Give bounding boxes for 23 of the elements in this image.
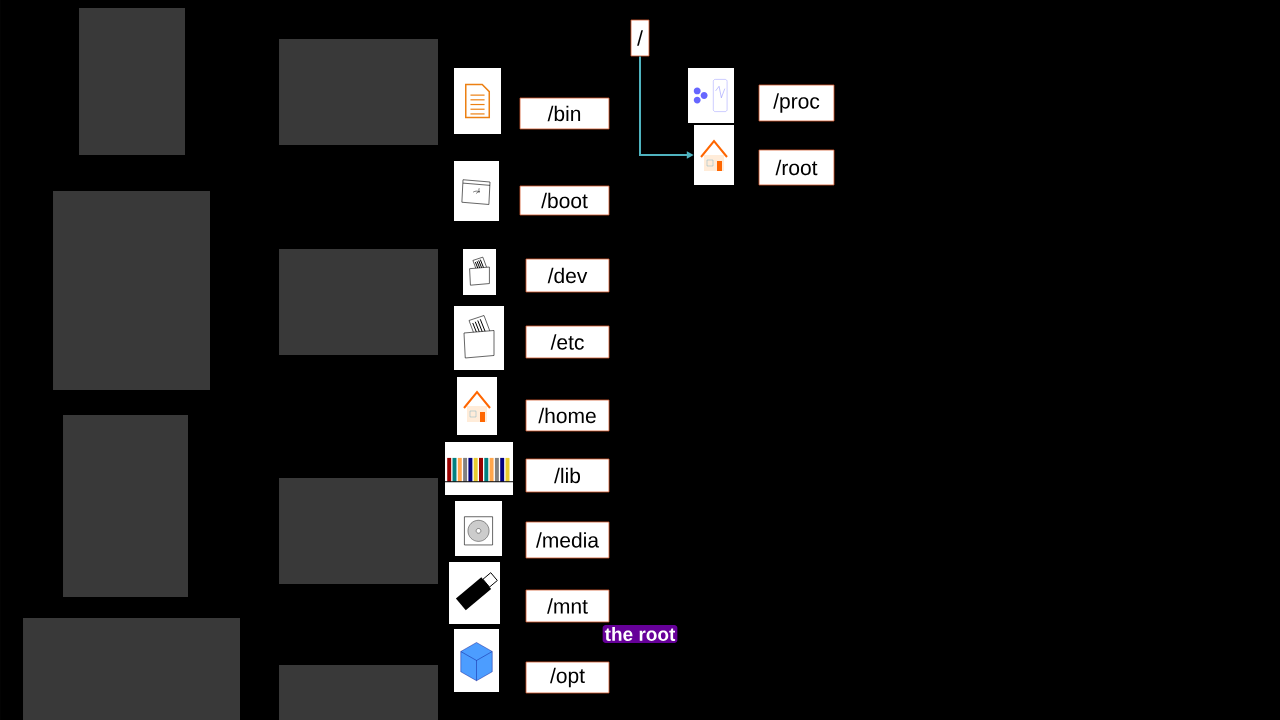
directory-label: /media	[525, 521, 610, 559]
directory-label: /proc	[758, 84, 835, 122]
directory-label: /mnt	[525, 589, 610, 623]
folder-icon	[463, 249, 496, 295]
directory-label: /etc	[525, 325, 610, 359]
directory-label: /bin	[519, 97, 610, 130]
books-icon	[444, 442, 514, 495]
document-icon	[454, 68, 501, 134]
directory-label: /lib	[525, 458, 610, 493]
subtitle: the root	[602, 625, 678, 643]
chart-icon	[688, 68, 734, 123]
directory-label: /dev	[525, 258, 610, 293]
directory-label: /opt	[525, 661, 610, 694]
usb-stick-icon	[449, 562, 500, 624]
window-icon	[454, 161, 499, 221]
house-icon	[457, 377, 497, 435]
package-icon	[454, 629, 499, 692]
folder-icon	[454, 306, 504, 370]
directory-label: /root	[758, 149, 835, 186]
directory-label: /home	[525, 399, 610, 432]
directory-label: /	[630, 19, 650, 57]
directory-label: /boot	[519, 185, 610, 216]
house-icon	[694, 125, 734, 185]
